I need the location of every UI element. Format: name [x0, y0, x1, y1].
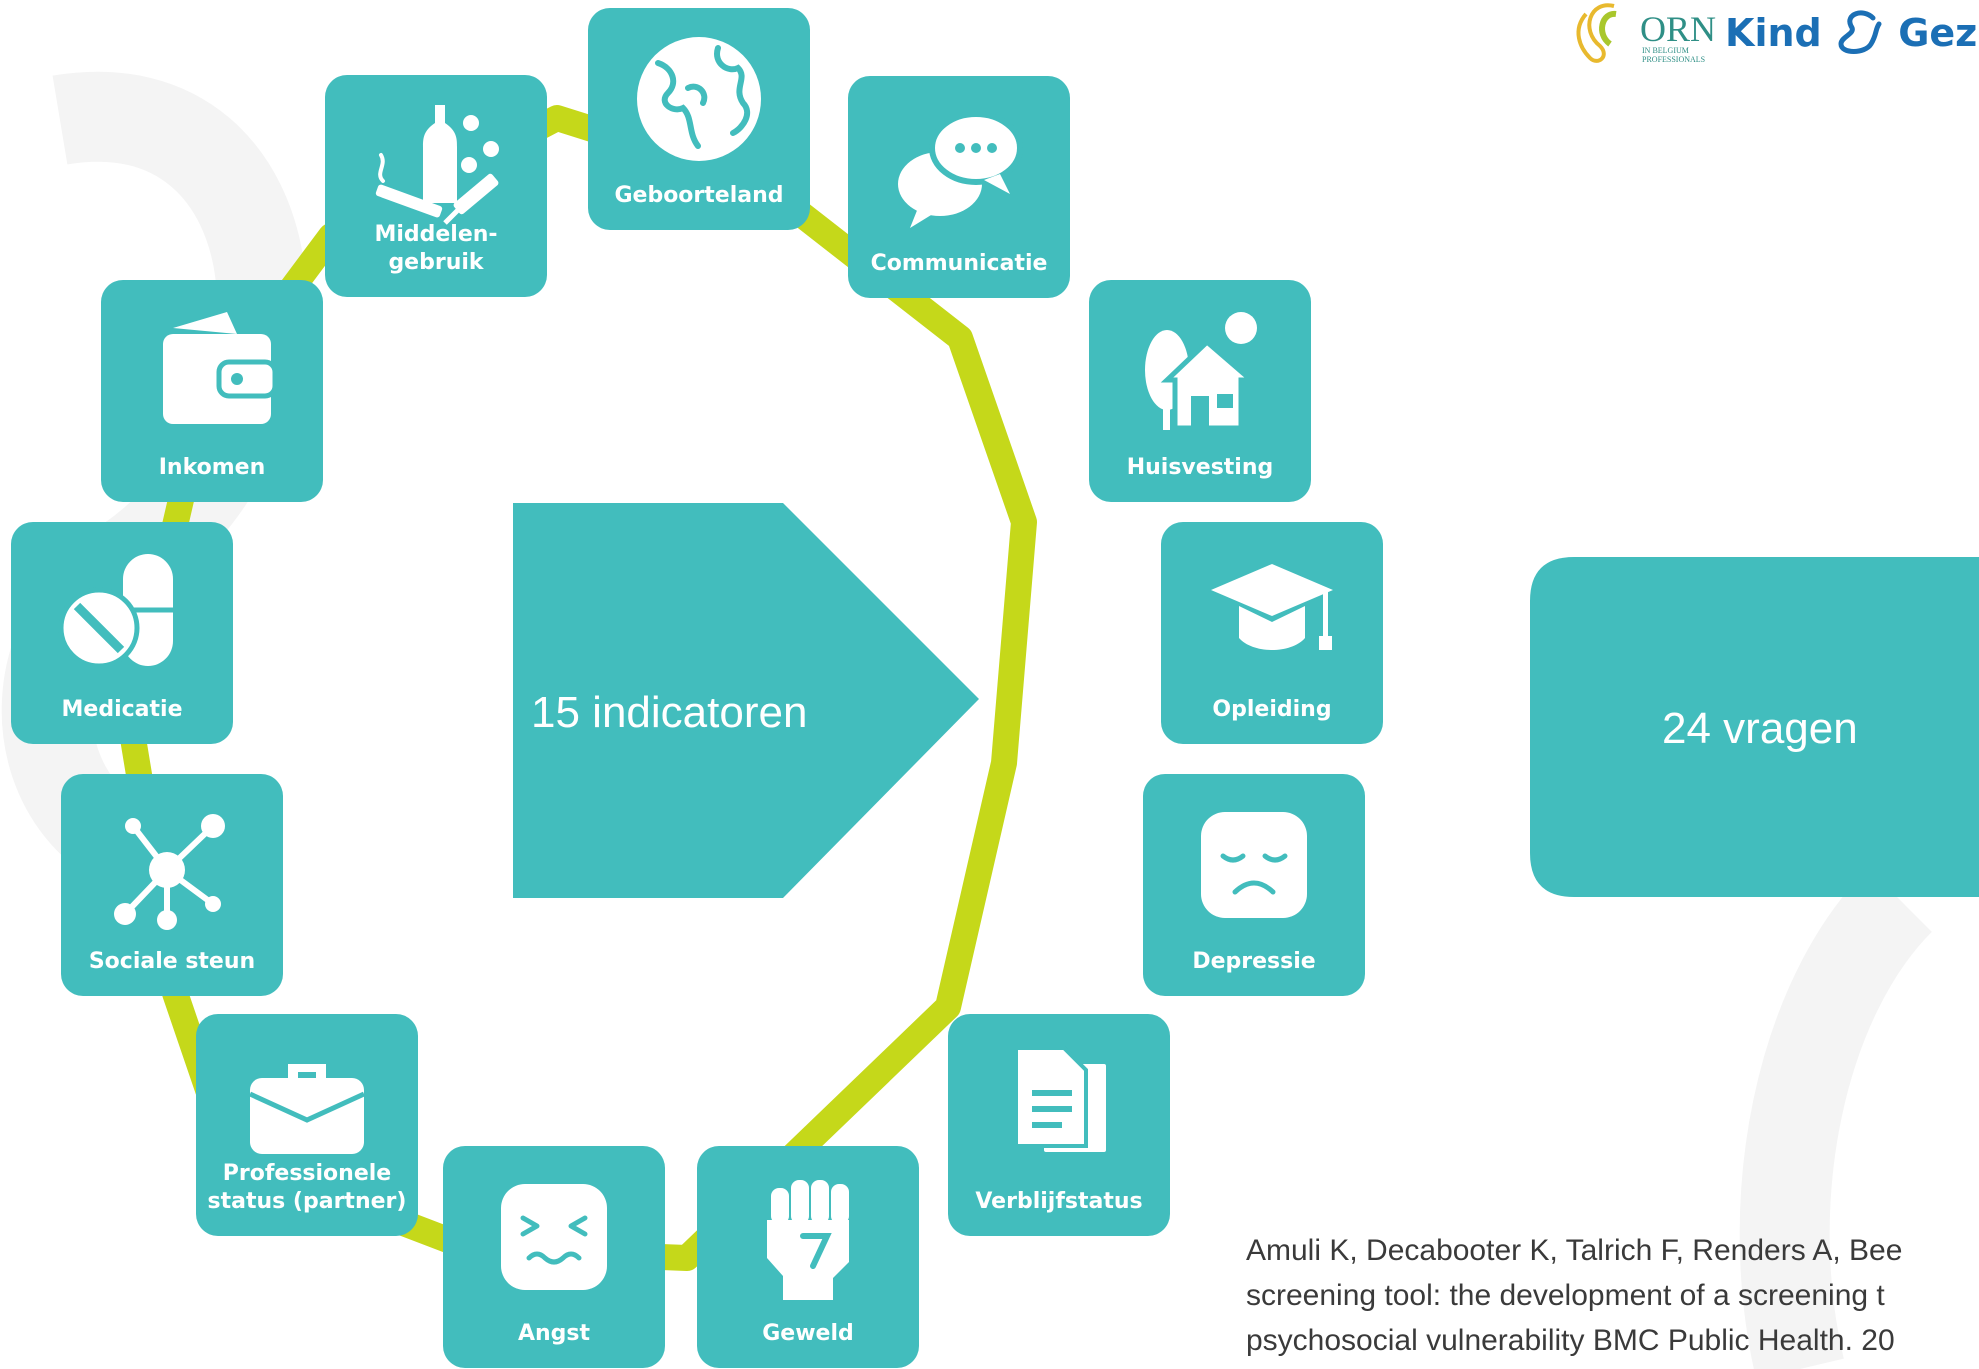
indicator-label: Opleiding [1212, 697, 1332, 722]
indicator-tile-sociale-steun: Sociale steun [61, 774, 283, 996]
indicator-label: Huisvesting [1126, 455, 1274, 480]
indicator-label: Angst [517, 1321, 591, 1346]
result-box-label: 24 vragen [1662, 704, 1858, 753]
center-arrow-shape [513, 503, 979, 898]
center-arrow-label: 15 indicatoren [531, 688, 808, 737]
indicator-label: Professionele status (partner) [207, 1161, 407, 1214]
briefcase-icon [248, 1064, 366, 1154]
documents-icon [1014, 1046, 1110, 1156]
logo: ORN IN BELGIUM PROFESSIONALS Kind Gezin [1550, 0, 1979, 70]
indicator-label: Sociale steun [88, 949, 256, 974]
indicator-label: Verblijfstatus [975, 1189, 1143, 1214]
indicator-label: Geweld [762, 1321, 854, 1346]
sad-face-icon [1201, 812, 1307, 918]
indicator-tile-opleiding: Opleiding [1161, 522, 1383, 744]
kind-gezin-part1: Kind [1725, 11, 1822, 55]
indicator-tile-geboorteland: Geboorteland [588, 8, 810, 230]
globe-icon [637, 37, 761, 161]
indicator-tile-depressie: Depressie [1143, 774, 1365, 996]
indicator-label: Communicatie [870, 251, 1048, 276]
indicator-tile-professionele-status: Professionele status (partner) [196, 1014, 418, 1236]
born-logo-text: ORN [1640, 9, 1717, 49]
indicator-tile-huisvesting: Huisvesting [1089, 280, 1311, 502]
house-icon [1145, 312, 1258, 431]
result-box-shape [1530, 557, 1979, 897]
citation-line: psychosocial vulnerability BMC Public He… [1246, 1324, 1895, 1357]
indicator-tile-geweld: Geweld [697, 1146, 919, 1368]
kind-gezin-part2: Gezin [1898, 11, 1979, 55]
indicator-label: Medicatie [61, 697, 183, 722]
citation: Amuli K, Decabooter K, Talrich F, Render… [1246, 1228, 1979, 1363]
ampersand-logo-icon [1838, 10, 1882, 54]
speech-bubbles-icon [898, 111, 1023, 228]
born-logo-subtext: IN BELGIUM PROFESSIONALS [1642, 46, 1706, 64]
graduation-cap-icon [1211, 564, 1333, 650]
indicator-label: Inkomen [158, 455, 266, 480]
substances-icon [375, 105, 499, 225]
wallet-icon [163, 312, 278, 424]
indicator-label: Depressie [1192, 949, 1316, 974]
indicator-tile-angst: Angst [443, 1146, 665, 1368]
indicator-tile-communicatie: Communicatie [848, 76, 1070, 298]
network-icon [114, 814, 225, 930]
born-in-belgium-logo-icon [1576, 3, 1617, 63]
indicator-label: Middelen- gebruik [374, 222, 498, 275]
citation-line: screening tool: the development of a scr… [1246, 1279, 1885, 1312]
indicator-tile-medicatie: Medicatie [11, 522, 233, 744]
fist-icon [767, 1180, 849, 1300]
citation-line: Amuli K, Decabooter K, Talrich F, Render… [1246, 1234, 1903, 1267]
indicator-label: Geboorteland [614, 183, 784, 208]
indicator-tile-verblijfstatus: Verblijfstatus [948, 1014, 1170, 1236]
anxious-face-icon [501, 1184, 607, 1290]
indicator-tile-middelengebruik: Middelen- gebruik [325, 75, 547, 297]
kind-gezin-logo: Kind Gezin [1725, 10, 1979, 55]
indicator-tile-inkomen: Inkomen [101, 280, 323, 502]
pills-icon [58, 554, 173, 669]
